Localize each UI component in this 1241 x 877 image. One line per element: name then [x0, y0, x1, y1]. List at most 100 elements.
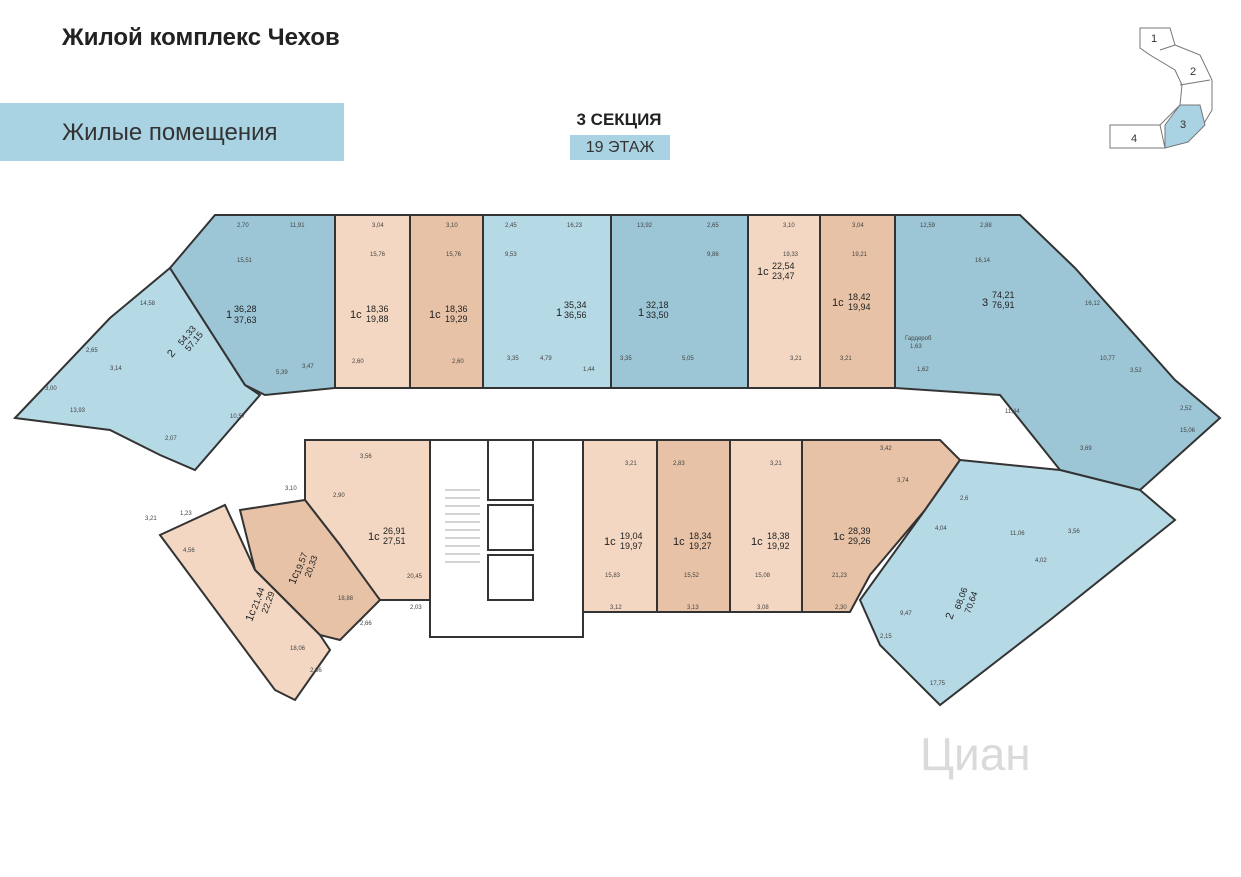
room-area: 3,21: [625, 461, 637, 467]
room-area: 15,08: [755, 573, 771, 579]
room-area: 4,02: [1035, 558, 1047, 564]
apt-a2-living: 36,28: [234, 304, 257, 314]
room-area: 9,47: [900, 611, 912, 617]
room-area: 2,03: [410, 605, 422, 611]
apartment-a15[interactable]: [729, 439, 803, 613]
room-area: 2,45: [505, 223, 517, 229]
room-area: 3,69: [1080, 446, 1092, 452]
apt-a3-living: 18,36: [366, 304, 389, 314]
room-area: 5,39: [276, 370, 288, 376]
room-area: 3,21: [145, 516, 157, 522]
apartment-a16[interactable]: [801, 439, 962, 613]
apt-a4-total: 19,29: [445, 314, 468, 324]
apt-a6-living: 32,18: [646, 300, 669, 310]
room-area: 3,21: [790, 356, 802, 362]
apt-a4-living: 18,36: [445, 304, 468, 314]
apt-a5-rooms: 1: [556, 307, 562, 319]
watermark: Циан: [920, 728, 1031, 780]
apt-a10-living: 26,91: [383, 526, 406, 536]
room-area: 2,66: [360, 621, 372, 627]
apt-a13-total: 19,97: [620, 541, 643, 551]
apt-a13-living: 19,04: [620, 531, 643, 541]
apt-a14-total: 19,27: [689, 541, 712, 551]
room-area: 1,44: [583, 367, 595, 373]
room-area: 3,35: [507, 356, 519, 362]
room-area: 3,42: [880, 446, 892, 452]
apt-a15-total: 19,92: [767, 541, 790, 551]
apartment-a9[interactable]: [894, 214, 1222, 492]
apt-a15-living: 18,38: [767, 531, 790, 541]
apartment-a3[interactable]: [334, 214, 411, 389]
apt-a7-total: 23,47: [772, 271, 795, 281]
room-area: 3,35: [620, 356, 632, 362]
room-area-labels-bottom: 3,56 2,90 3,10 20,45 2,03 3,21 2,83 3,21…: [145, 446, 1080, 687]
room-area: 20,45: [407, 574, 423, 580]
apartment-a7[interactable]: [747, 214, 821, 389]
room-area: 21,23: [832, 573, 848, 579]
category-label: Жилые помещения: [62, 119, 278, 146]
room-area: 3,14: [110, 366, 122, 372]
apartment-a14[interactable]: [656, 439, 731, 613]
room-area: 2,90: [333, 493, 345, 499]
room-area: 15,52: [684, 573, 700, 579]
apt-a16-rooms: 1с: [833, 531, 845, 543]
room-area: 9,53: [505, 252, 517, 258]
apt-a7-living: 22,54: [772, 261, 795, 271]
room-area: 3,08: [757, 605, 769, 611]
room-area: 3,52: [1130, 368, 1142, 374]
room-area: 18,06: [290, 646, 306, 652]
room-area: 2,70: [237, 223, 249, 229]
room-area: 3,10: [285, 486, 297, 492]
room-area: 12,59: [920, 223, 936, 229]
room-area: 15,51: [237, 258, 253, 264]
page-title: Жилой комплекс Чехов: [62, 24, 340, 51]
section-label: 3 СЕКЦИЯ: [576, 110, 662, 129]
room-area: 2,65: [86, 348, 98, 354]
room-area: 3,10: [783, 223, 795, 229]
apartment-a12[interactable]: [158, 503, 332, 702]
room-area: 2,65: [707, 223, 719, 229]
room-area: 10,77: [1100, 356, 1116, 362]
apartment-a1[interactable]: [12, 266, 262, 472]
apartment-a5[interactable]: [482, 214, 612, 389]
room-area: 1,62: [917, 367, 929, 373]
apartment-a6[interactable]: [610, 214, 749, 389]
room-area: 3,12: [610, 605, 622, 611]
room-area: 11,44: [1005, 409, 1020, 415]
room-area: 19,21: [852, 252, 868, 258]
room-area: 2,07: [165, 436, 177, 442]
apartment-a13[interactable]: [582, 439, 658, 613]
room-area: 14,58: [140, 301, 156, 307]
room-area: 15,06: [1180, 428, 1196, 434]
room-area: 3,56: [1068, 529, 1080, 535]
room-area: 2,83: [673, 461, 685, 467]
apt-a4-rooms: 1с: [429, 309, 441, 321]
category-banner: Жилые помещения: [0, 103, 344, 161]
room-area: 10,57: [230, 414, 246, 420]
room-area: 2,52: [1180, 406, 1192, 412]
room-area: 16,23: [567, 223, 583, 229]
apt-a14-rooms: 1с: [673, 536, 685, 548]
room-area: 13,93: [70, 408, 86, 414]
apartment-a8[interactable]: [819, 214, 896, 389]
apartment-a17[interactable]: [858, 458, 1177, 707]
apt-a5-living: 35,34: [564, 300, 587, 310]
apartment-a4[interactable]: [409, 214, 484, 389]
apt-a3-total: 19,88: [366, 314, 389, 324]
room-area: 2,88: [980, 223, 992, 229]
room-area: 2,15: [880, 634, 892, 640]
apt-a8-total: 19,94: [848, 302, 871, 312]
apt-a9-living: 74,21: [992, 290, 1015, 300]
room-area: 16,14: [975, 258, 991, 264]
apt-a10-total: 27,51: [383, 536, 406, 546]
apt-a3-rooms: 1с: [350, 309, 362, 321]
room-area: 3,13: [687, 605, 699, 611]
apt-a9-total: 76,91: [992, 300, 1015, 310]
room-area: 3,10: [446, 223, 458, 229]
room-area: 3,04: [852, 223, 864, 229]
wardrobe-label: Гардероб: [905, 336, 932, 342]
apt-a14-living: 18,34: [689, 531, 712, 541]
apt-a6-rooms: 1: [638, 307, 644, 319]
apt-a17-rooms: 2: [944, 611, 957, 621]
room-area: 15,76: [370, 252, 386, 258]
